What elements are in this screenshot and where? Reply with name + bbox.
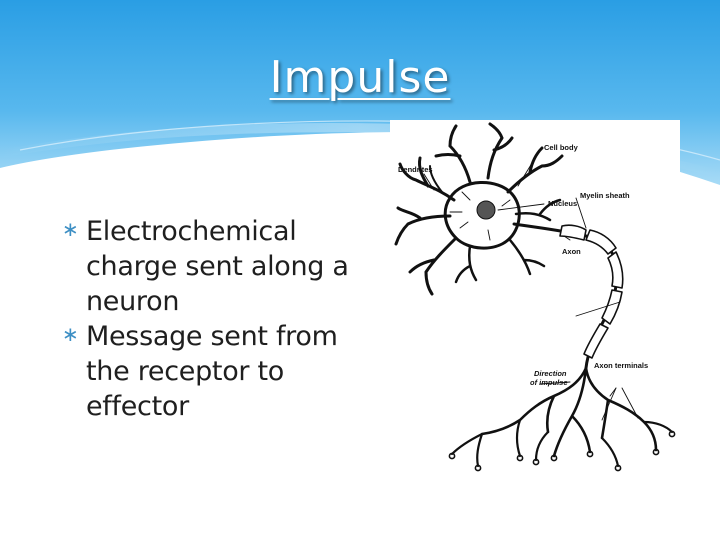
bullet-item: ∗ Electrochemical charge sent along a ne… <box>62 214 367 319</box>
label-axon-terminals: Axon terminals <box>594 361 648 370</box>
label-direction-line1: Direction <box>534 369 567 378</box>
label-myelin-sheath: Myelin sheath <box>580 191 630 200</box>
bullet-item: ∗ Message sent from the receptor to effe… <box>62 319 367 424</box>
asterisk-bullet-icon: ∗ <box>62 322 79 347</box>
neuron-illustration: Cell body Dendrites Nucleus Myelin sheat… <box>394 122 676 472</box>
label-nucleus: Nucleus <box>548 199 577 208</box>
label-axon: Axon <box>562 247 581 256</box>
label-direction-line2: of impulse <box>530 378 568 387</box>
label-dendrites: Dendrites <box>398 165 433 174</box>
bullet-text: Electrochemical charge sent along a neur… <box>86 216 349 318</box>
slide-title: Impulse <box>269 52 451 103</box>
bullet-list: ∗ Electrochemical charge sent along a ne… <box>62 214 367 425</box>
neuron-diagram: Cell body Dendrites Nucleus Myelin sheat… <box>390 120 680 485</box>
bullet-text: Message sent from the receptor to effect… <box>86 321 338 423</box>
label-cell-body: Cell body <box>544 143 579 152</box>
asterisk-bullet-icon: ∗ <box>62 217 79 241</box>
